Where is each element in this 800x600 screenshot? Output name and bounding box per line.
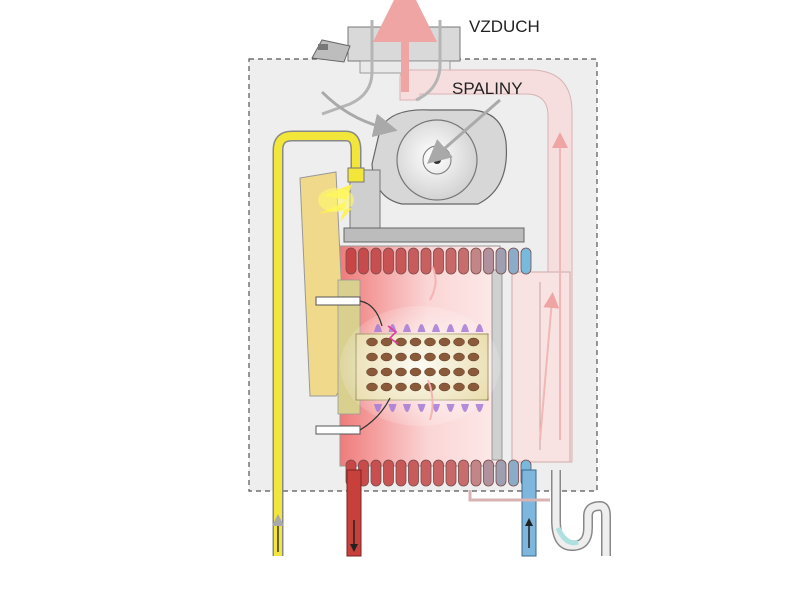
heat-exchanger-tube [470, 459, 482, 487]
flame-top [446, 324, 455, 332]
burner-hole [467, 367, 480, 377]
burner-hole [409, 337, 422, 347]
heat-exchanger-tube [445, 247, 457, 275]
burner-hole [366, 382, 378, 392]
burner-hole [409, 352, 422, 362]
flue-gas-arrows [373, 0, 568, 441]
burner-hole [467, 352, 480, 362]
burner-hole [438, 382, 451, 392]
flame-bottom [461, 404, 469, 412]
burner-hole [380, 382, 393, 392]
burner-glow [340, 306, 500, 426]
burner-hole [438, 352, 451, 362]
leader-spaliny [426, 98, 501, 164]
heat-exchanger-tube [458, 459, 469, 487]
heat-exchanger-tube [408, 459, 419, 487]
burner-hole [438, 367, 451, 377]
heat-exchanger-tube [370, 459, 382, 487]
flame-top [475, 324, 484, 332]
burner-hole [366, 367, 378, 377]
burner-hole [438, 337, 451, 347]
burner-hole [453, 337, 465, 347]
burner-hole [409, 367, 422, 377]
flame-top [461, 324, 469, 332]
heat-exchanger-top [345, 247, 532, 275]
burner-hole [424, 367, 436, 377]
burner-hole [395, 352, 407, 362]
burner-hole [366, 337, 378, 347]
heat-exchanger-tube [420, 459, 432, 487]
label-flue-gas: SPALINY [452, 79, 523, 98]
heat-exchanger-bottom [345, 459, 532, 487]
burner-hole [453, 382, 465, 392]
heat-exchanger-tube [433, 247, 444, 275]
heat-exchanger-tube [370, 247, 382, 275]
burner-hole [409, 382, 422, 392]
flame-top [417, 324, 426, 332]
heat-exchanger-tube [495, 247, 507, 275]
heat-exchanger-tube [383, 247, 394, 275]
burner-hole [380, 352, 393, 362]
label-air: VZDUCH [469, 17, 540, 36]
heat-exchanger-tube [508, 459, 519, 487]
burner-hole [467, 382, 480, 392]
hot-water-pipe [346, 469, 362, 557]
heat-exchanger-tube [520, 247, 532, 275]
heat-exchanger-tube [445, 459, 457, 487]
burner-hole [395, 367, 407, 377]
flame-bottom [388, 404, 397, 412]
air-arrows [320, 20, 442, 138]
heat-exchanger-tube [495, 459, 507, 487]
heat-exchanger-tube [408, 247, 419, 275]
heat-exchanger-tube [358, 247, 369, 275]
flame-bottom [374, 404, 382, 412]
heat-exchanger-tube [508, 247, 519, 275]
heat-exchanger-tube [383, 459, 394, 487]
burner-hole [395, 337, 407, 347]
flame-bottom [446, 404, 455, 412]
heat-exchanger-tube [458, 247, 469, 275]
flame-top [374, 324, 382, 332]
flame-top [403, 324, 411, 332]
flame-bottom [432, 404, 440, 412]
burner-hole [424, 352, 436, 362]
burner-holes [366, 337, 480, 392]
burner-hole [380, 337, 393, 347]
heat-exchanger-tube [470, 247, 482, 275]
burner-hole [467, 337, 480, 347]
heat-exchanger-tube [420, 247, 432, 275]
flame-bottom [417, 404, 426, 412]
cold-water-pipe [521, 469, 537, 557]
heat-exchanger-tube [395, 459, 407, 487]
burner-hole [395, 382, 407, 392]
electrodes [315, 296, 399, 435]
flame-bottom [403, 404, 411, 412]
heat-exchanger-tube [345, 247, 357, 275]
burner-hole [453, 367, 465, 377]
burner-hole [366, 352, 378, 362]
burner-hole [453, 352, 465, 362]
heat-exchanger-tube [483, 459, 494, 487]
burner-hole [424, 337, 436, 347]
heat-exchanger-tube [433, 459, 444, 487]
flame-bottom [475, 404, 484, 412]
heat-exchanger-tube [395, 247, 407, 275]
burner-flames [374, 324, 484, 412]
heat-exchanger-tube [483, 247, 494, 275]
burner-hole [380, 367, 393, 377]
condensate-siphon [551, 470, 611, 556]
flame-top [432, 324, 440, 332]
gas-pipe [272, 130, 365, 556]
condensate-line [468, 490, 550, 502]
